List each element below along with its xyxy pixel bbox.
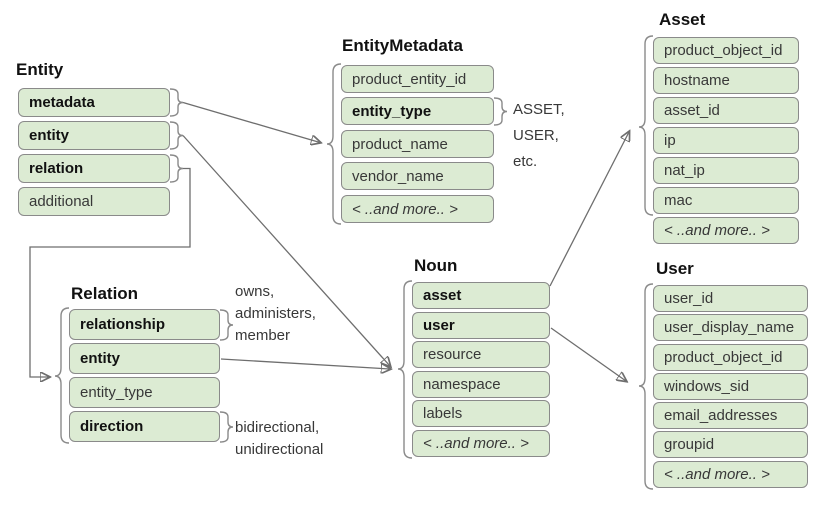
- annotation-line: bidirectional,: [235, 419, 320, 436]
- annotation-line: member: [235, 327, 291, 344]
- arrow-noun-user-to-user: [550, 327, 626, 381]
- row-entity-entity: entity: [18, 121, 170, 150]
- brace-entity-metadata: [169, 88, 184, 117]
- brace-entity-relation: [169, 154, 184, 183]
- row-em-vendor-name: vendor_name: [341, 162, 494, 190]
- row-noun-resource: resource: [412, 341, 550, 368]
- annotation-line: unidirectional: [235, 441, 324, 458]
- row-asset-and-more: < ..and more.. >: [653, 217, 799, 244]
- brace-relationship-right: [219, 309, 234, 341]
- row-noun-and-more: < ..and more.. >: [412, 430, 550, 457]
- arrow-metadata-to-entitymetadata: [182, 101, 320, 143]
- table-title-relation: Relation: [71, 284, 139, 303]
- brace-entitymetadata-left: [326, 63, 342, 225]
- brace-entity-type-right: [493, 97, 508, 126]
- row-asset-mac: mac: [653, 187, 799, 214]
- table-title-asset: Asset: [659, 10, 706, 29]
- row-user-user-id: user_id: [653, 285, 808, 312]
- table-title-entity: Entity: [16, 60, 64, 79]
- annotation-relationship-values: owns, administers, member: [235, 281, 316, 347]
- row-relation-entity: entity: [69, 343, 220, 374]
- brace-relation-left: [54, 307, 70, 444]
- row-noun-user: user: [412, 312, 550, 339]
- annotation-line: ASSET,: [513, 101, 565, 118]
- row-user-email-addresses: email_addresses: [653, 402, 808, 429]
- annotation-line: etc.: [513, 153, 538, 170]
- row-asset-hostname: hostname: [653, 67, 799, 94]
- annotation-entity-type-values: ASSET, USER, etc.: [513, 97, 565, 175]
- row-entity-additional: additional: [18, 187, 170, 216]
- row-user-product-object-id: product_object_id: [653, 344, 808, 371]
- row-em-product-entity-id: product_entity_id: [341, 65, 494, 93]
- brace-direction-right: [219, 411, 234, 443]
- row-entity-relation: relation: [18, 154, 170, 183]
- row-user-groupid: groupid: [653, 431, 808, 458]
- row-user-user-display-name: user_display_name: [653, 314, 808, 341]
- row-asset-nat-ip: nat_ip: [653, 157, 799, 184]
- brace-asset-left: [638, 35, 654, 216]
- row-noun-namespace: namespace: [412, 371, 550, 398]
- table-title-user: User: [656, 259, 694, 278]
- row-relation-direction: direction: [69, 411, 220, 442]
- row-em-entity-type: entity_type: [341, 97, 494, 125]
- arrow-relation-entity-to-noun: [220, 358, 390, 369]
- row-em-product-name: product_name: [341, 130, 494, 158]
- table-title-entitymetadata: EntityMetadata: [342, 36, 463, 55]
- row-em-and-more: < ..and more.. >: [341, 195, 494, 223]
- row-user-windows-sid: windows_sid: [653, 373, 808, 400]
- row-noun-labels: labels: [412, 400, 550, 427]
- brace-user-left: [638, 283, 654, 490]
- table-title-noun: Noun: [414, 256, 458, 275]
- row-user-and-more: < ..and more.. >: [653, 461, 808, 488]
- row-relation-entity-type: entity_type: [69, 377, 220, 408]
- row-noun-asset: asset: [412, 282, 550, 309]
- annotation-line: administers,: [235, 305, 316, 322]
- annotation-line: USER,: [513, 127, 559, 144]
- brace-noun-left: [397, 280, 413, 459]
- row-relation-relationship: relationship: [69, 309, 220, 340]
- row-asset-ip: ip: [653, 127, 799, 154]
- annotation-line: owns,: [235, 283, 275, 300]
- row-asset-product-object-id: product_object_id: [653, 37, 799, 64]
- row-asset-asset-id: asset_id: [653, 97, 799, 124]
- annotation-direction-values: bidirectional, unidirectional: [235, 417, 323, 461]
- row-entity-metadata: metadata: [18, 88, 170, 117]
- brace-entity-entity: [169, 121, 184, 150]
